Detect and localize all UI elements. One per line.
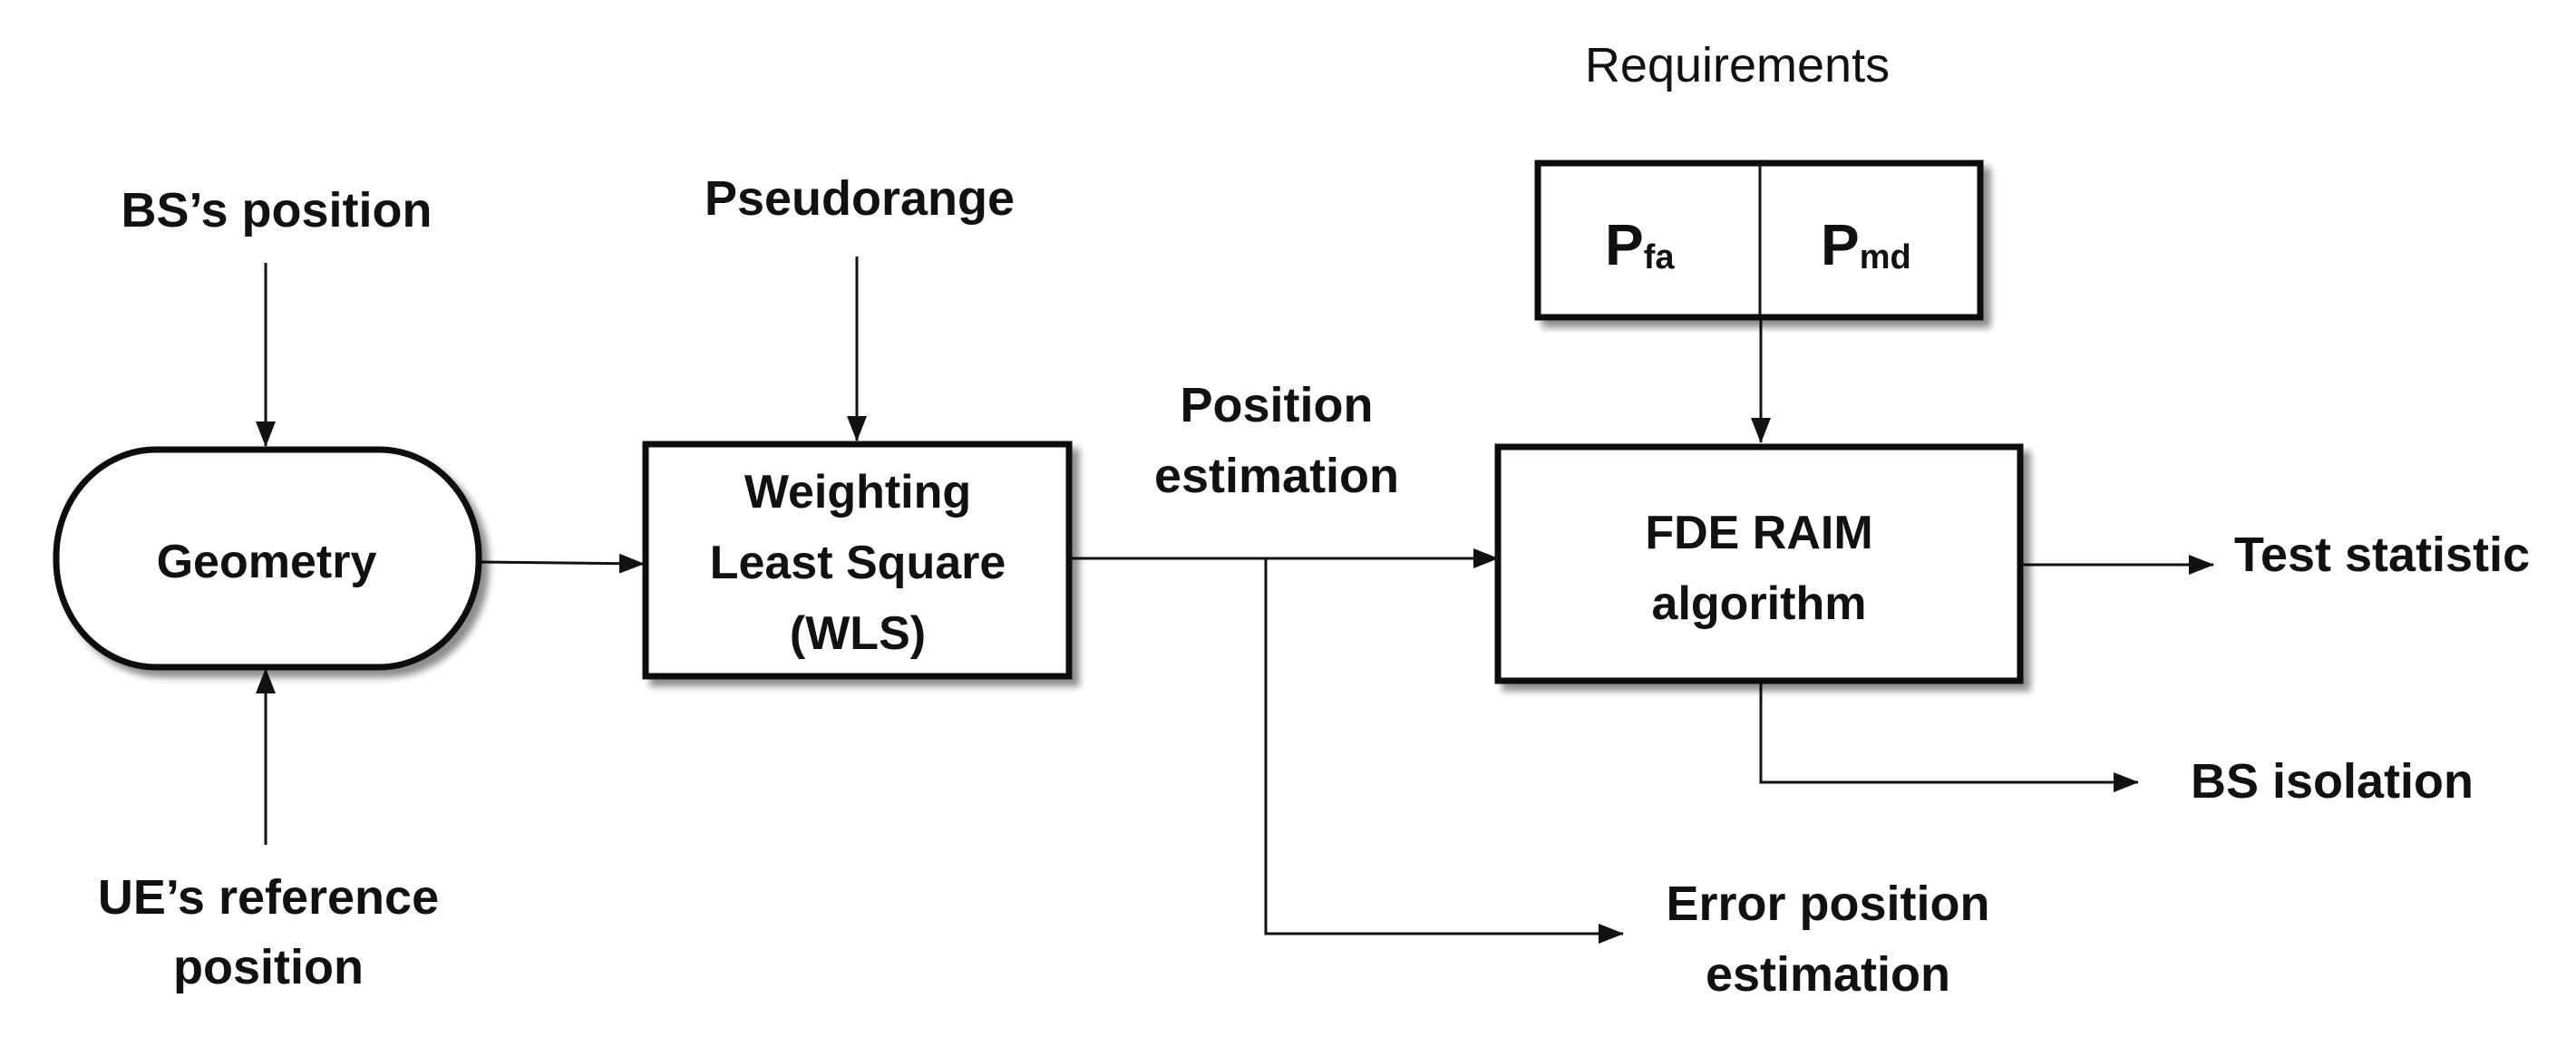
label-ue-reference-line2: position (173, 940, 364, 994)
edge-geometry-to-wls (480, 553, 645, 574)
label-error-position-line1: Error position (1666, 877, 1989, 931)
requirements-pmd: Pmd (1821, 212, 1911, 277)
raim-label-line2: algorithm (1652, 577, 1867, 630)
label-pseudorange: Pseudorange (705, 171, 1015, 226)
wls-label-line2: Least Square (710, 537, 1006, 589)
wls-label-line3: (WLS) (790, 607, 926, 660)
label-position-estimation-line1: Position (1181, 378, 1374, 432)
node-geometry (53, 446, 482, 671)
label-bs-position: BS’s position (121, 183, 432, 237)
raim-label-line1: FDE RAIM (1645, 507, 1872, 559)
node-wls (642, 441, 1073, 680)
geometry-label: Geometry (157, 536, 377, 588)
requirements-pfa: Pfa (1605, 212, 1675, 277)
label-position-estimation-line2: estimation (1154, 449, 1399, 503)
label-ue-reference-line1: UE’s reference (98, 870, 439, 925)
edge-to-error-position-estimation (1264, 558, 1624, 944)
edge-raim-to-bs-isolation (1759, 682, 2139, 792)
label-bs-isolation: BS isolation (2191, 754, 2474, 809)
requirements-title: Requirements (1585, 38, 1890, 92)
node-fde-raim (1494, 443, 2024, 684)
label-test-statistic: Test statistic (2234, 528, 2530, 582)
label-error-position-line2: estimation (1706, 947, 1950, 1002)
wls-label-line1: Weighting (744, 466, 971, 518)
